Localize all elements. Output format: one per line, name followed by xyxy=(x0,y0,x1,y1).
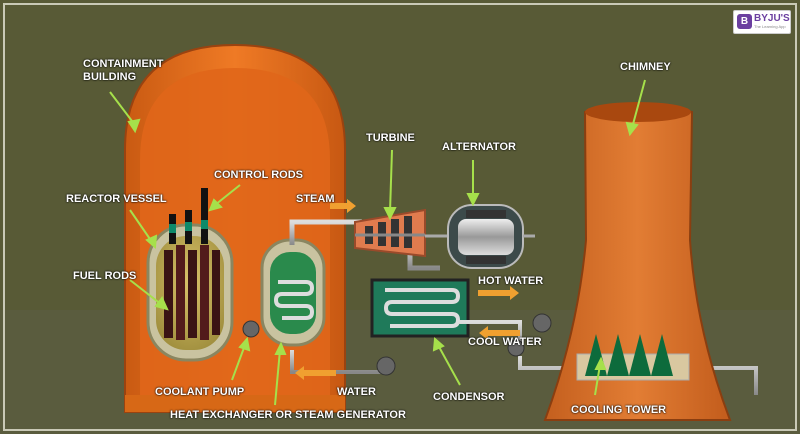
byjus-logo-mark: B xyxy=(737,14,752,29)
label-water: WATER xyxy=(337,386,376,398)
coolant-pump xyxy=(242,320,260,338)
cool-water-flow-arrow xyxy=(479,326,520,340)
label-control-rods: CONTROL RODS xyxy=(214,169,304,181)
steam-flow-arrow xyxy=(330,199,356,213)
label-heat-exchanger: HEAT EXCHANGER OR STEAM GENERATOR xyxy=(170,409,406,421)
control-rods xyxy=(169,188,208,244)
return-pump xyxy=(507,339,525,357)
feedwater-pump xyxy=(376,356,396,376)
label-alternator: ALTERNATOR xyxy=(442,141,516,153)
label-containment-building: CONTAINMENT BUILDING xyxy=(83,58,164,83)
label-cool-water: COOL WATER xyxy=(468,336,542,348)
cooling-tower-chimney xyxy=(543,102,732,421)
flow-arrows xyxy=(295,199,520,380)
label-reactor-vessel: REACTOR VESSEL xyxy=(66,193,167,205)
steam-generator xyxy=(260,238,326,347)
label-cooling-tower: COOLING TOWER xyxy=(571,404,667,416)
pointer-lines xyxy=(109,79,646,406)
label-turbine: TURBINE xyxy=(366,132,415,144)
cooling-water-pump xyxy=(532,313,552,333)
frame-border xyxy=(3,3,797,431)
alternator xyxy=(447,204,535,269)
containment-building xyxy=(124,43,346,413)
byjus-logo: B BYJU'S The Learning App xyxy=(733,10,791,34)
condenser xyxy=(370,278,470,338)
fuel-rods xyxy=(164,245,220,340)
water-flow-arrow xyxy=(295,366,336,380)
label-coolant-pump: COOLANT PUMP xyxy=(155,386,245,398)
byjus-logo-tagline: The Learning App xyxy=(754,24,786,29)
label-condensor: CONDENSOR xyxy=(433,391,505,403)
turbine xyxy=(354,208,426,258)
label-hot-water: HOT WATER xyxy=(478,275,544,287)
label-fuel-rods: FUEL RODS xyxy=(73,270,137,282)
label-chimney: CHIMNEY xyxy=(620,61,671,73)
byjus-logo-name: BYJU'S xyxy=(754,13,790,24)
label-steam: STEAM xyxy=(296,193,335,205)
hot-water-flow-arrow xyxy=(478,286,519,300)
